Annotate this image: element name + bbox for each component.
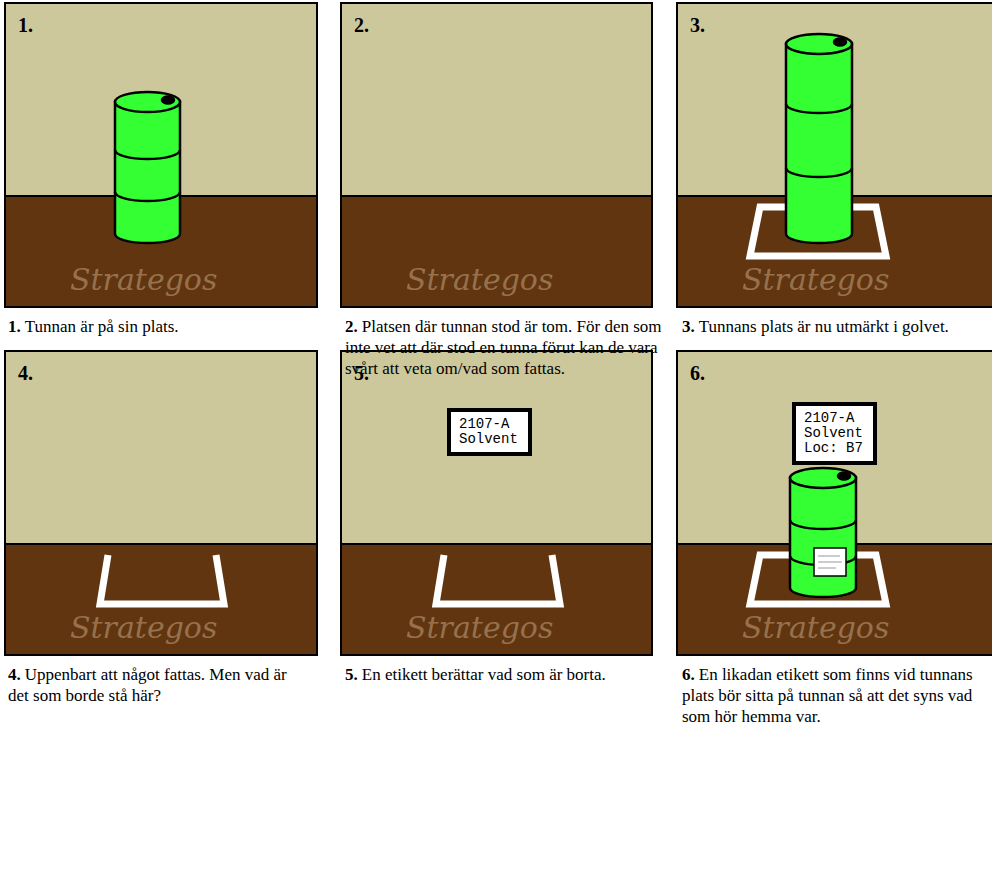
caption: 2.Platsen där tunnan stod är tom. För de…: [345, 316, 663, 379]
caption-text: Tunnan är på sin plats.: [25, 317, 179, 336]
label-sign: 2107-A Solvent: [447, 408, 532, 456]
caption-text: Platsen där tunnan stod är tom. För den …: [345, 317, 662, 378]
watermark: Strategos: [406, 262, 553, 297]
barrel: [790, 468, 856, 597]
caption: 6.En likadan etikett som finns vid tunna…: [682, 664, 986, 727]
watermark: Strategos: [742, 610, 889, 645]
panel-backgrounds: [4, 2, 992, 656]
caption: 5.En etikett berättar vad som är borta.: [345, 664, 645, 685]
panel-number: 3.: [690, 14, 705, 37]
label-sign: 2107-A Solvent Loc: B7: [792, 402, 877, 465]
caption-number: 6.: [682, 665, 695, 684]
watermark: Strategos: [70, 262, 217, 297]
panel-number: 1.: [18, 14, 33, 37]
caption: 4.Uppenbart att något fattas. Men vad är…: [8, 664, 308, 706]
caption-number: 5.: [345, 665, 358, 684]
panel-number: 4.: [18, 362, 33, 385]
watermark: Strategos: [406, 610, 553, 645]
caption: 1.Tunnan är på sin plats.: [8, 316, 308, 337]
sign-text: 2107-A Solvent: [459, 417, 520, 447]
watermark: Strategos: [70, 610, 217, 645]
barrel: [115, 92, 180, 243]
caption-text: En etikett berättar vad som är borta.: [362, 665, 606, 684]
caption-text: En likadan etikett som finns vid tunnans…: [682, 665, 973, 726]
panel-number: 6.: [690, 362, 705, 385]
barrel: [786, 34, 852, 243]
caption-text: Uppenbart att något fattas. Men vad är d…: [8, 665, 287, 705]
caption-text: Tunnans plats är nu utmärkt i golvet.: [699, 317, 949, 336]
caption-number: 2.: [345, 317, 358, 336]
caption: 3.Tunnans plats är nu utmärkt i golvet.: [682, 316, 982, 337]
caption-number: 4.: [8, 665, 21, 684]
caption-number: 3.: [682, 317, 695, 336]
panel-number: 2.: [354, 14, 369, 37]
watermark: Strategos: [742, 262, 889, 297]
sign-text: 2107-A Solvent Loc: B7: [804, 411, 865, 456]
caption-number: 1.: [8, 317, 21, 336]
